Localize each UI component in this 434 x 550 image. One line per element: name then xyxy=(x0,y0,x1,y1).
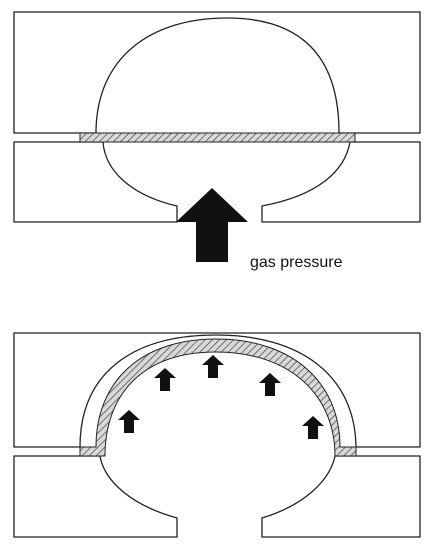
formed-sheet xyxy=(79,338,357,457)
pressure-arrow-upper-right xyxy=(259,373,281,396)
pressure-arrow-upper-left xyxy=(154,368,176,391)
upper-die-formed xyxy=(13,332,421,448)
pressure-arrow-lower-right xyxy=(302,416,324,439)
gas-pressure-label: gas pressure xyxy=(250,254,343,271)
flat-sheet xyxy=(79,132,356,143)
lower-die xyxy=(13,141,421,223)
upper-die xyxy=(13,11,421,134)
pressure-arrow-lower-left xyxy=(118,410,140,433)
lower-die-formed xyxy=(13,455,421,538)
pressure-arrow-center xyxy=(202,355,224,378)
gas-pressure-arrow xyxy=(176,188,248,262)
stage-before-forming: gas pressure xyxy=(13,11,421,271)
stage-after-forming xyxy=(13,332,421,538)
